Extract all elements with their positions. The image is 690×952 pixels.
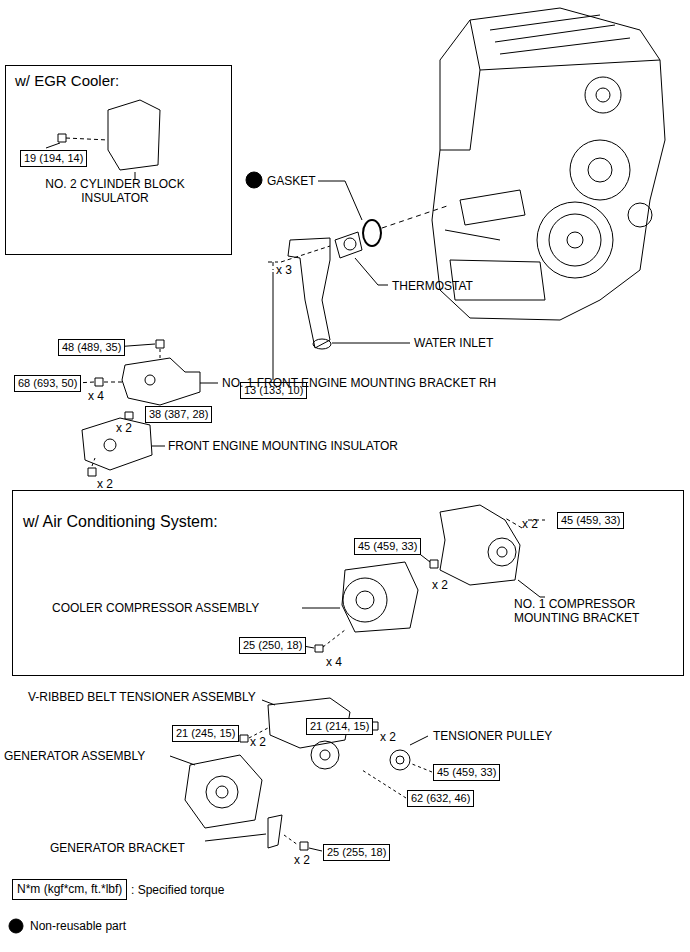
part-label: WATER INLET xyxy=(414,336,493,350)
torque-box: 62 (632, 46) xyxy=(407,790,474,807)
torque-value: N*m (kgf*cm, ft.*lbf) xyxy=(17,882,122,896)
part-label: FRONT ENGINE MOUNTING INSULATOR xyxy=(168,439,398,453)
torque-box: 48 (489, 35) xyxy=(58,339,125,356)
non-reusable-dot xyxy=(246,172,262,188)
torque-box: 19 (194, 14) xyxy=(20,150,87,167)
torque-box: 68 (693, 50) xyxy=(14,375,81,392)
torque-box: 38 (387, 28) xyxy=(145,406,212,423)
part-label: COOLER COMPRESSOR ASSEMBLY xyxy=(52,601,259,615)
torque-box: 45 (459, 33) xyxy=(354,538,421,555)
legend-text: : Specified torque xyxy=(131,883,224,897)
torque-box: N*m (kgf*cm, ft.*lbf) xyxy=(12,879,127,900)
torque-value: 68 (693, 50) xyxy=(18,377,77,389)
torque-value: 19 (194, 14) xyxy=(24,152,83,164)
part-label: THERMOSTAT xyxy=(392,279,473,293)
torque-value: 45 (459, 33) xyxy=(358,540,417,552)
part-label: NO. 2 CYLINDER BLOCK INSULATOR xyxy=(45,177,185,205)
torque-value: 21 (214, 15) xyxy=(310,720,369,732)
torque-value: 25 (250, 18) xyxy=(243,639,302,651)
engine-drawing xyxy=(432,8,665,320)
part-label: V-RIBBED BELT TENSIONER ASSEMBLY xyxy=(28,690,256,704)
torque-value: 38 (387, 28) xyxy=(149,408,208,420)
part-label: GENERATOR BRACKET xyxy=(50,841,185,855)
torque-value: 45 (459, 33) xyxy=(561,514,620,526)
quantity-label: x 2 xyxy=(432,578,448,592)
torque-box: 25 (255, 18) xyxy=(323,844,390,861)
option-group-box: w/ Air Conditioning System: 45 (459, 33) 4… xyxy=(12,490,684,676)
torque-value: 25 (255, 18) xyxy=(327,846,386,858)
quantity-label: x 2 xyxy=(522,517,538,531)
non-reusable-dot xyxy=(9,919,23,933)
torque-value: 48 (489, 35) xyxy=(62,341,121,353)
quantity-label: x 4 xyxy=(88,389,104,403)
part-label: GASKET xyxy=(267,174,316,188)
torque-box: 45 (459, 33) xyxy=(433,764,500,781)
part-label: NO. 1 COMPRESSOR MOUNTING BRACKET xyxy=(514,597,686,625)
torque-value: 62 (632, 46) xyxy=(411,792,470,804)
quantity-label: x 2 xyxy=(294,853,310,867)
part-label: NO. 1 FRONT ENGINE MOUNTING BRACKET RH xyxy=(222,376,496,390)
quantity-label: x 2 xyxy=(116,421,132,435)
torque-box: 25 (250, 18) xyxy=(239,637,306,654)
part-label: GENERATOR ASSEMBLY xyxy=(4,749,145,763)
torque-box: 21 (245, 15) xyxy=(172,725,239,742)
torque-value: 21 (245, 15) xyxy=(176,727,235,739)
torque-box: 45 (459, 33) xyxy=(557,512,624,529)
quantity-label: x 2 xyxy=(97,477,113,491)
quantity-label: x 2 xyxy=(250,735,266,749)
torque-value: 45 (459, 33) xyxy=(437,766,496,778)
part-label: TENSIONER PULLEY xyxy=(433,729,552,743)
group-title: w/ EGR Cooler: xyxy=(15,72,119,89)
group-title: w/ Air Conditioning System: xyxy=(23,513,218,531)
legend-text: Non-reusable part xyxy=(30,919,126,933)
quantity-label: x 2 xyxy=(380,730,396,744)
torque-box: 21 (214, 15) xyxy=(306,718,373,735)
quantity-label: x 3 xyxy=(276,263,292,277)
quantity-label: x 4 xyxy=(326,655,342,669)
option-group-box: w/ EGR Cooler: 19 (194, 14) xyxy=(5,65,232,255)
